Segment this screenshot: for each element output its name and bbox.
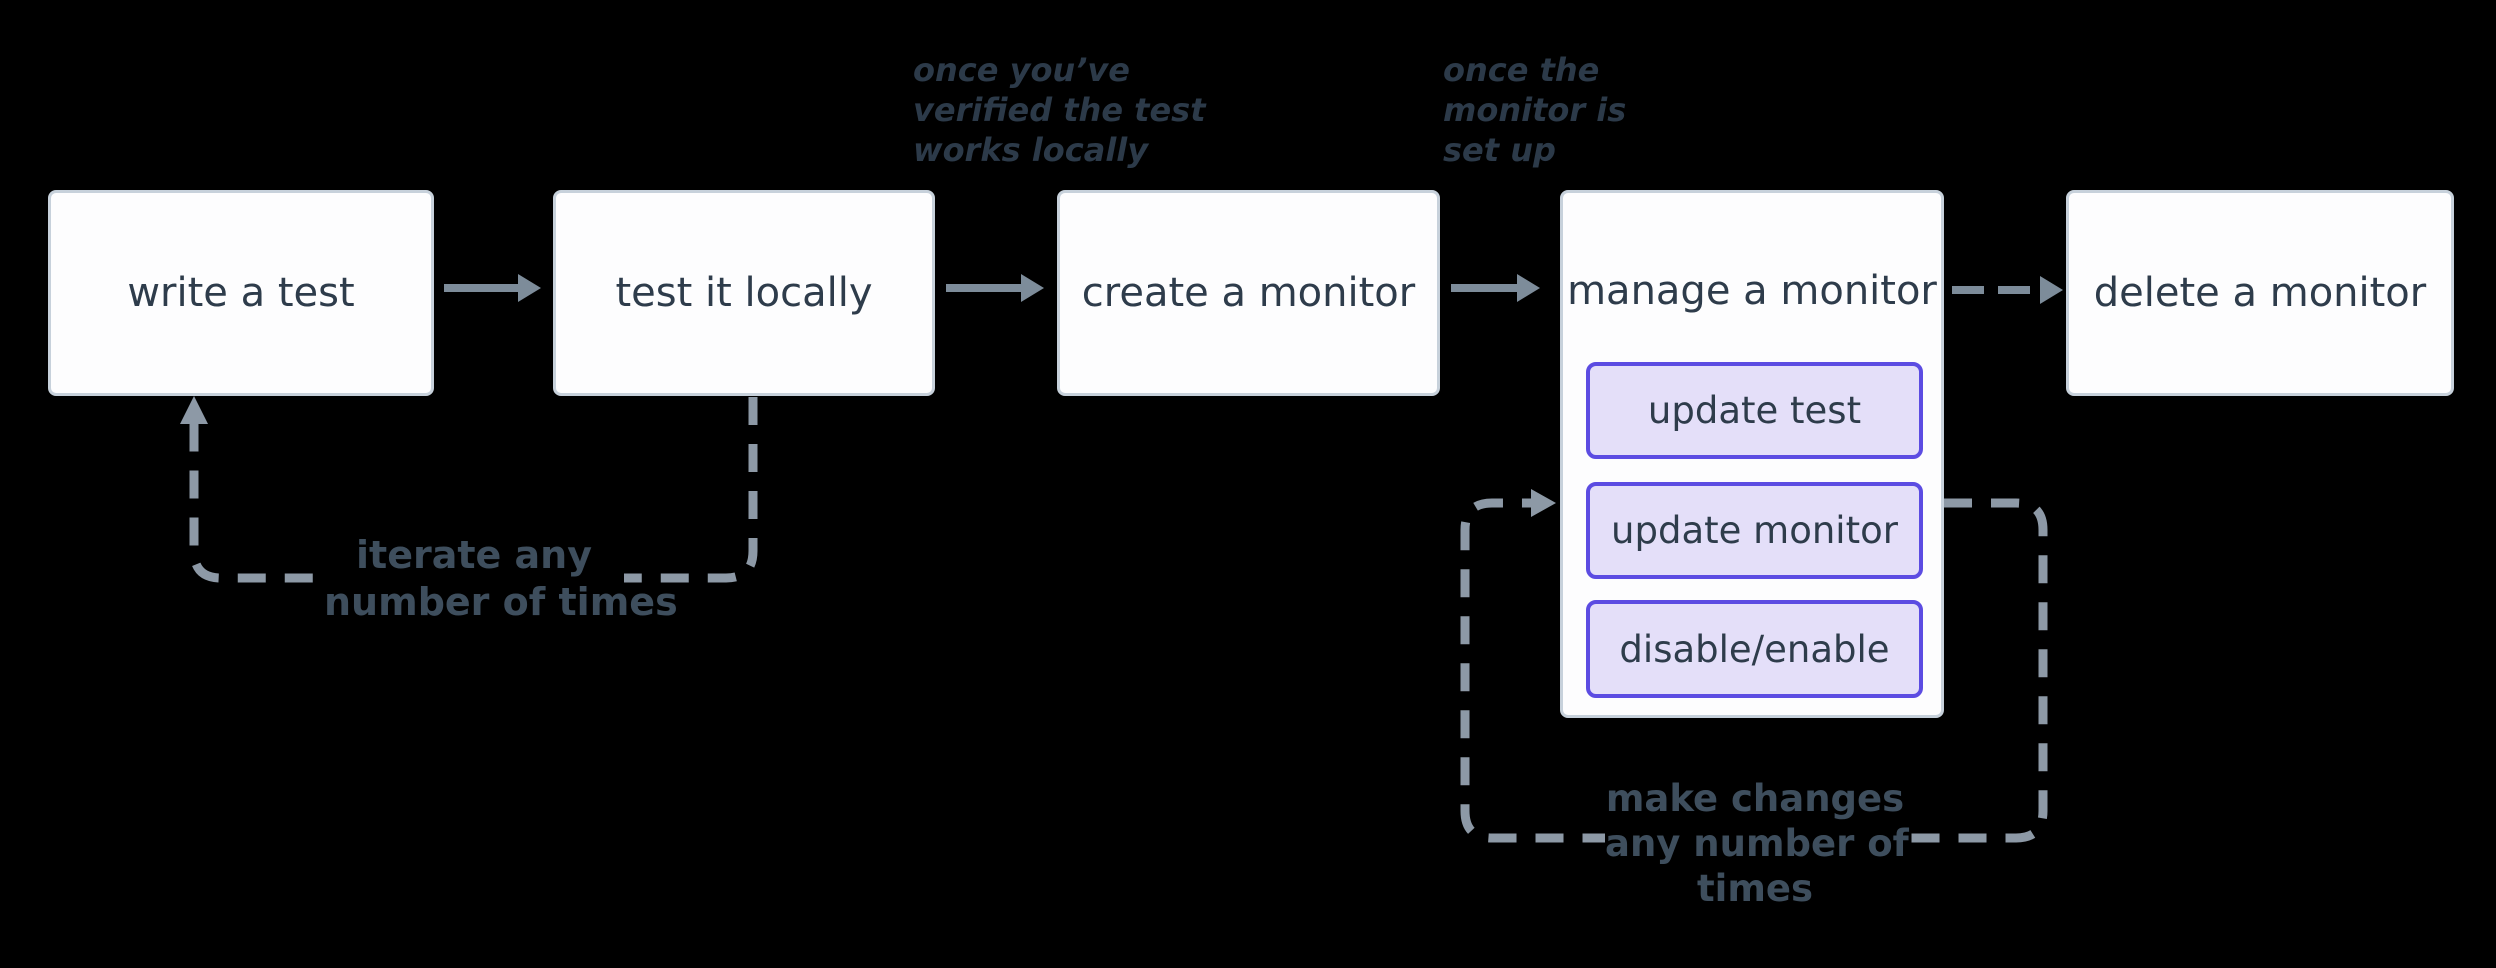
annotation-line: set up [1443,131,1556,169]
node-delete-a-monitor: delete a monitor [2066,190,2454,396]
iterate-loop-label: iterate any number of times [324,532,678,626]
node-label: manage a monitor [1567,268,1937,314]
node-label: test it locally [615,270,873,316]
node-test-it-locally: test it locally [553,190,935,396]
button-label: disable/enable [1619,627,1890,671]
button-label: update monitor [1611,509,1898,552]
loop-label-line: number of times [324,580,678,624]
node-write-a-test: write a test [48,190,434,396]
loop-label-line: times [1696,867,1814,910]
make-changes-loop-arrow [1460,489,2048,843]
node-label: create a monitor [1081,270,1416,316]
dashed-arrow-manage-to-delete [1952,276,2063,304]
arrow-test-locally-to-create [946,274,1044,302]
annotation-line: verified the test [913,91,1206,129]
node-manage-a-monitor: manage a monitor update test update moni… [1560,190,1944,718]
annotation-line: works locally [913,131,1149,169]
loop-label-line: iterate any [356,533,592,577]
annotation-once-verified: once you’ve verified the test works loca… [913,50,1206,170]
arrow-write-to-test-locally [444,274,541,302]
button-label: update test [1647,389,1862,432]
node-label: write a test [127,270,355,316]
disable-enable-button: disable/enable [1586,600,1923,698]
annotation-line: monitor is [1443,91,1627,129]
annotation-line: once you’ve [913,51,1130,89]
node-label: delete a monitor [2093,270,2427,316]
update-test-button: update test [1586,362,1923,459]
update-monitor-button: update monitor [1586,482,1923,579]
make-changes-loop-label: make changes any number of times [1605,776,1909,911]
loop-label-line: make changes [1605,777,1905,820]
annotation-once-set-up: once the monitor is set up [1443,50,1626,170]
annotation-line: once the [1443,51,1600,89]
loop-label-line: any number of [1605,822,1909,865]
node-create-a-monitor: create a monitor [1057,190,1440,396]
arrow-create-to-manage [1451,274,1540,302]
